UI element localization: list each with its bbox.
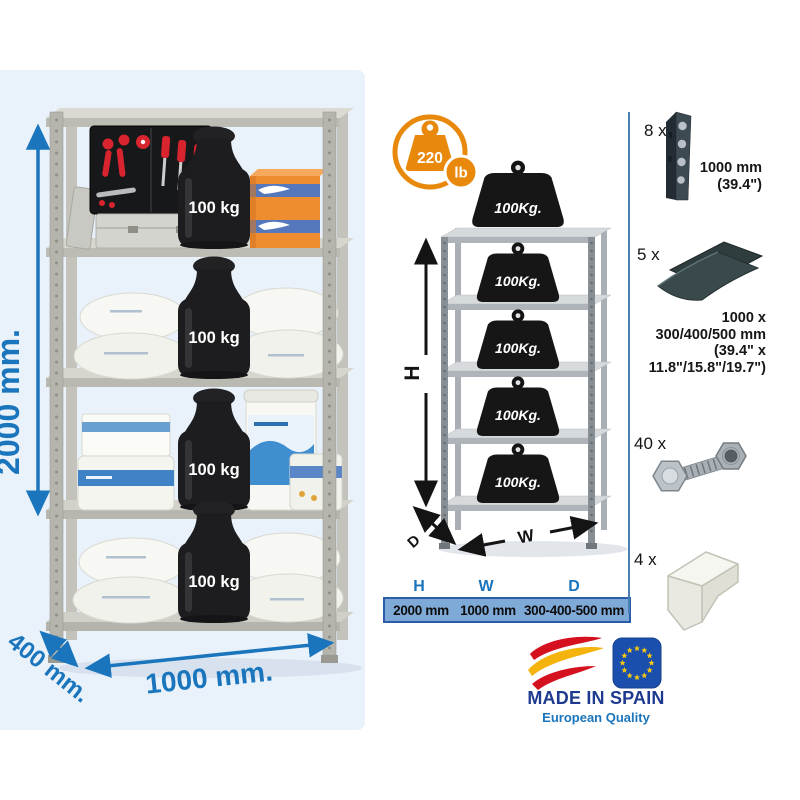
angle-post-icon xyxy=(666,111,692,201)
spec-header-h: H xyxy=(413,577,425,595)
diagram-weight-label: 100Kg. xyxy=(495,474,541,490)
capacity-badge: 220 lb xyxy=(392,114,479,190)
spec-value-width: 1000 mm xyxy=(460,602,516,618)
vertical-divider xyxy=(628,112,630,614)
spec-header-w: W xyxy=(478,577,494,595)
part-desc-shelves: 1000 x 300/400/500 mm (39.4" x 11.8"/15.… xyxy=(648,310,766,376)
shelf-panel-icon xyxy=(657,241,764,301)
weight-label: 100 kg xyxy=(188,329,239,347)
diagram-dimension-arrows: H D W xyxy=(401,237,599,557)
white-sacks-lower xyxy=(72,532,344,624)
diagram-weights: 100Kg. 100Kg. 100Kg. 100Kg. 100Kg. xyxy=(472,163,564,505)
corner-foot-icon xyxy=(667,551,739,631)
calibration-weights: 100 kg 100 kg 100 kg 100 kg xyxy=(178,126,250,623)
bolt-nut-icon xyxy=(652,442,747,492)
diagram-weight-label: 100Kg. xyxy=(495,273,541,289)
weight-label: 100 kg xyxy=(188,461,239,479)
weight-label: 100 kg xyxy=(188,199,239,217)
badge-ring xyxy=(392,114,468,190)
diagram-back-posts xyxy=(455,228,607,530)
assembly-diagram: 100Kg. 100Kg. 100Kg. 100Kg. 100Kg. H D W xyxy=(401,105,628,557)
diagram-weight-label: 100Kg. xyxy=(494,201,542,217)
spec-value-depth: 300-400-500 mm xyxy=(523,602,625,618)
part-qty-bolts: 40 x xyxy=(634,434,667,453)
shelf-front-posts xyxy=(48,111,338,663)
part-qty-posts: 8 x xyxy=(644,121,667,140)
european-quality-subtitle: European Quality xyxy=(542,710,650,725)
weight-icon xyxy=(405,120,455,171)
orange-boxes xyxy=(250,169,328,248)
spec-table-header: H W D xyxy=(383,576,631,597)
height-dimension-label: 2000 mm. xyxy=(0,329,26,475)
diagram-depth-label: D xyxy=(404,532,424,552)
part-qty-shelves: 5 x xyxy=(637,245,660,264)
weight-label: 100 kg xyxy=(188,573,239,591)
spec-header-d: D xyxy=(568,577,580,595)
diagram-weight-label: 100Kg. xyxy=(495,407,541,423)
part-qty-feet: 4 x xyxy=(634,550,657,569)
made-in-spain-title: MADE IN SPAIN xyxy=(527,688,665,708)
badge-unit-circle xyxy=(443,154,479,190)
diagram-height-label: H xyxy=(401,365,424,380)
paint-buckets xyxy=(77,389,343,511)
diagram-front-posts xyxy=(439,237,597,549)
spec-table-row: 2000 mm 1000 mm 300-400-500 mm xyxy=(383,597,631,623)
part-desc-posts: 1000 mm (39.4") xyxy=(699,160,762,193)
spec-value-height: 2000 mm xyxy=(393,602,449,618)
badge-value: 220 xyxy=(417,150,443,167)
spain-flag-icon xyxy=(528,636,604,690)
badge-unit: lb xyxy=(454,165,467,182)
diagram-weight-label: 100Kg. xyxy=(495,340,541,356)
diagram-width-label: W xyxy=(516,526,536,548)
product-photo: 100 kg 100 kg 100 kg 100 kg 2000 mm. 400… xyxy=(0,108,362,708)
white-sacks-upper xyxy=(73,287,344,380)
eu-flag-icon xyxy=(612,637,662,689)
origin-block: MADE IN SPAIN European Quality xyxy=(516,688,676,725)
